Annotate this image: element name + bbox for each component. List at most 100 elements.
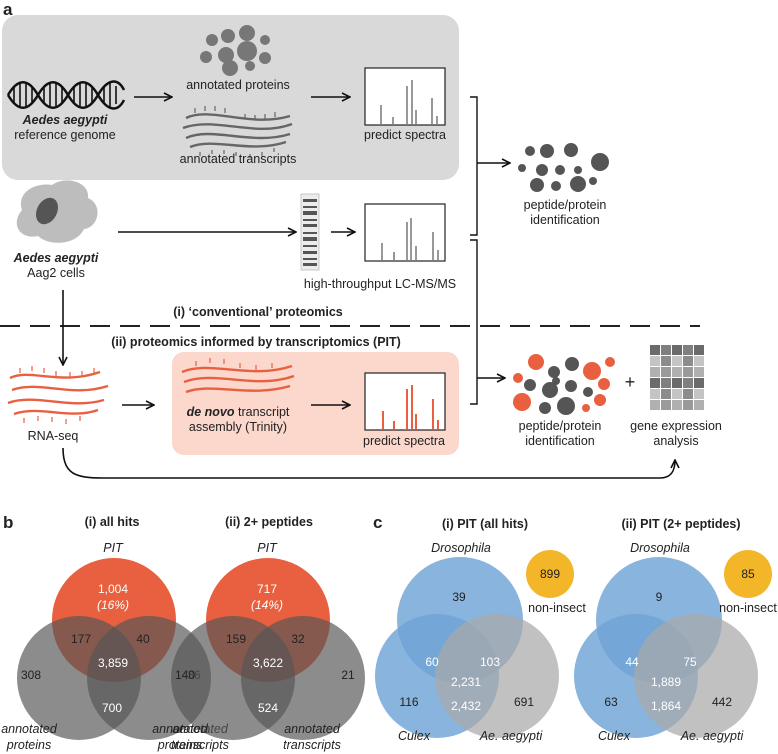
venn-c2-title: (ii) PIT (2+ peptides) xyxy=(621,517,740,531)
de-novo-line1: de novo transcript xyxy=(187,405,290,419)
venn-c1-circle-aedes xyxy=(435,614,559,738)
venn-c2-circle-noninsect xyxy=(724,550,772,598)
predict-spectra-top-label: predict spectra xyxy=(364,128,446,142)
gene-expression-line1: gene expression xyxy=(630,419,722,433)
dna-helix-icon xyxy=(6,80,126,110)
venn-b1-right-label-2: transcripts xyxy=(171,738,229,752)
venn-b2-circle-transcripts xyxy=(241,616,365,740)
venn-c1-right-only: 691 xyxy=(514,695,534,709)
predicted-spectrum-top xyxy=(364,67,446,126)
venn-b1: (i) all hits PIT 1,004 (16%) 177 40 3,85… xyxy=(1,515,229,752)
venn-b2: (ii) 2+ peptides PIT 717 (14%) 159 32 3,… xyxy=(152,515,365,752)
venn-c2-top-only: 9 xyxy=(656,590,663,604)
venn-b2-left-label-2: proteins xyxy=(157,738,202,752)
venn-c2-bottom: 1,864 xyxy=(651,699,681,713)
venn-c2-top-right: 75 xyxy=(683,655,697,669)
venn-b1-left-label-2: proteins xyxy=(6,738,51,752)
predicted-spectrum-bottom xyxy=(364,372,446,431)
heatmap-cell xyxy=(694,345,704,355)
venn-b1-center: 3,859 xyxy=(98,656,128,670)
venn-c2-left-only: 63 xyxy=(604,695,618,709)
venn-b1-top-label: PIT xyxy=(103,541,124,555)
assembled-transcripts-ticks xyxy=(195,358,273,370)
heatmap-cell xyxy=(683,367,693,377)
plus-sign: + xyxy=(625,372,636,392)
venn-b2-right-only: 21 xyxy=(341,668,355,682)
reference-genome-box xyxy=(2,15,459,180)
venn-c2-left-label: Culex xyxy=(598,729,631,743)
venn-c2-center: 1,889 xyxy=(651,675,681,689)
heatmap-cell xyxy=(694,367,704,377)
rnaseq-reads-icon xyxy=(7,370,109,416)
heatmap-cell xyxy=(694,378,704,388)
bracket-top xyxy=(470,96,478,236)
venn-b2-top-left: 159 xyxy=(226,632,246,646)
heatmap-cell xyxy=(672,356,682,366)
venn-b2-left-only: 140 xyxy=(175,668,195,682)
assembly-label: assembly (Trinity) xyxy=(189,420,287,434)
venn-b2-center: 3,622 xyxy=(253,656,283,670)
venn-c2-noninsect-value: 85 xyxy=(741,567,755,581)
measured-spectrum xyxy=(364,203,446,262)
peptide-id-bottom-line2: identification xyxy=(525,434,595,448)
lcms-label: high-throughput LC-MS/MS xyxy=(304,277,456,291)
venn-b2-top-only: 717 xyxy=(257,582,277,596)
heatmap-cell xyxy=(650,356,660,366)
venn-c1-circle-noninsect xyxy=(526,550,574,598)
identified-peptides-mixed xyxy=(513,354,615,415)
venn-c1-top-label: Drosophila xyxy=(431,541,491,555)
panel-a-label: a xyxy=(3,0,13,19)
venn-c1-left-label: Culex xyxy=(398,729,431,743)
venn-b1-left-only: 308 xyxy=(21,668,41,682)
venn-c2-right-label: Ae. aegypti xyxy=(680,729,745,743)
venn-b2-right-label-2: transcripts xyxy=(283,738,341,752)
predict-spectra-bottom-label: predict spectra xyxy=(363,434,445,448)
panel-b-label: b xyxy=(3,513,13,532)
heatmap-cell xyxy=(661,389,671,399)
heatmap-cell xyxy=(672,367,682,377)
genome-sub: reference genome xyxy=(14,128,116,142)
venn-c1: (i) PIT (all hits) Drosophila 899 non-in… xyxy=(375,517,586,743)
heatmap-cell xyxy=(683,389,693,399)
heatmap-cell xyxy=(683,356,693,366)
venn-b2-top-right: 32 xyxy=(291,632,305,646)
rnaseq-ticks xyxy=(19,366,95,424)
heatmap-cell xyxy=(672,345,682,355)
heatmap-cell xyxy=(694,400,704,410)
annotated-transcripts-label: annotated transcripts xyxy=(180,152,297,166)
rnaseq-label: RNA-seq xyxy=(28,429,79,443)
gene-expression-line2: analysis xyxy=(653,434,698,448)
panel-c-label: c xyxy=(373,513,382,532)
heatmap-cell xyxy=(683,378,693,388)
peptide-id-top-line2: identification xyxy=(530,213,600,227)
cells-name: Aedes aegypti xyxy=(13,251,99,265)
venn-b1-top-only: 1,004 xyxy=(98,582,128,596)
heatmap-cell xyxy=(661,367,671,377)
venn-c1-noninsect-label: non-insect xyxy=(528,601,586,615)
genome-name: Aedes aegypti xyxy=(22,113,108,127)
venn-b2-top-pct: (14%) xyxy=(251,598,283,612)
heatmap-cell xyxy=(683,400,693,410)
venn-c2-top-left: 44 xyxy=(625,655,639,669)
venn-b1-top-pct: (16%) xyxy=(97,598,129,612)
identified-peptides-gray xyxy=(518,143,609,192)
venn-b1-top-left: 177 xyxy=(71,632,91,646)
assembled-transcripts-icon xyxy=(181,364,295,394)
venn-c1-right-label: Ae. aegypti xyxy=(479,729,544,743)
venn-c1-top-right: 103 xyxy=(480,655,500,669)
venn-c2-circle-aedes xyxy=(634,614,758,738)
cells-sub: Aag2 cells xyxy=(27,266,85,280)
pit-label: (ii) proteomics informed by transcriptom… xyxy=(111,335,401,349)
venn-c1-left-only: 116 xyxy=(399,695,418,709)
transcripts-ticks xyxy=(194,106,276,158)
heatmap-cell xyxy=(661,378,671,388)
venn-c2: (ii) PIT (2+ peptides) Drosophila 85 non… xyxy=(574,517,777,743)
venn-b2-right-label-1: annotated xyxy=(284,722,341,736)
venn-c1-bottom: 2,432 xyxy=(451,699,481,713)
peptide-id-bottom-line1: peptide/protein xyxy=(519,419,602,433)
venn-b2-top-label: PIT xyxy=(257,541,278,555)
protein-cluster-icon xyxy=(200,25,271,76)
venn-c1-center: 2,231 xyxy=(451,675,481,689)
heatmap-cell xyxy=(694,356,704,366)
